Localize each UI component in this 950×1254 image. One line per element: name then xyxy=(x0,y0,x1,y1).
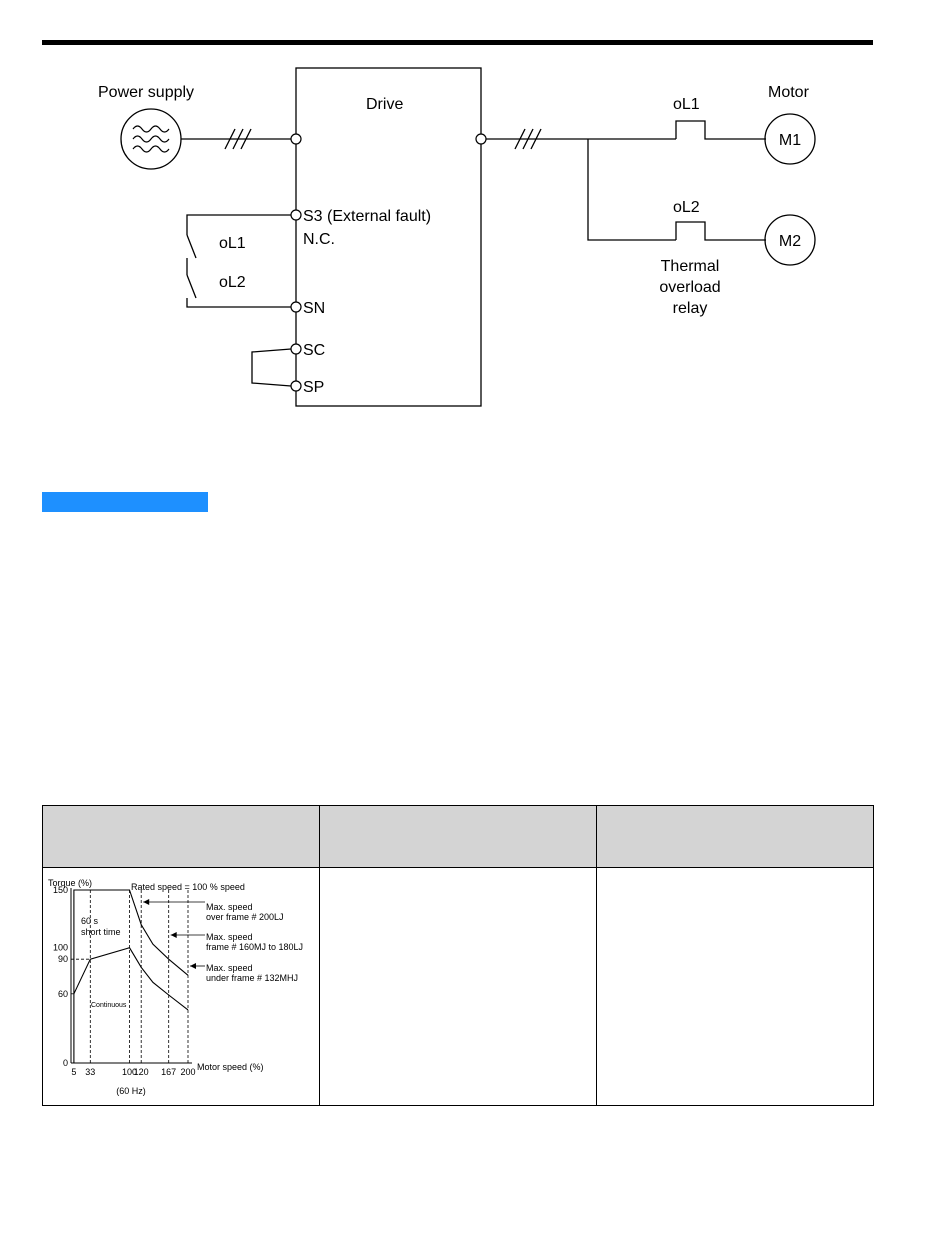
table-header-row xyxy=(42,805,874,868)
terminal-s3-label: S3 (External fault) xyxy=(303,208,431,225)
table-cell xyxy=(596,867,874,1106)
annotation-rated: Rated speed = 100 % speed xyxy=(131,882,245,892)
table-cell xyxy=(319,867,597,1106)
chart-x-sub-label: (60 Hz) xyxy=(116,1086,146,1096)
terminal-sn-label: SN xyxy=(303,300,325,317)
x-tick-label: 167 xyxy=(161,1067,176,1077)
table-header-cell xyxy=(42,805,320,868)
terminal-sn xyxy=(290,301,302,313)
ac-source-icon xyxy=(120,108,182,170)
relay-ol2-symbol xyxy=(675,221,766,241)
x-tick-label: 100 xyxy=(122,1067,137,1077)
x-tick-label: 33 xyxy=(85,1067,95,1077)
terminal-sc-label: SC xyxy=(303,342,325,359)
annotation-max-160mj-2: frame # 160MJ to 180LJ xyxy=(206,942,303,952)
annotation-arrowhead xyxy=(170,932,177,938)
annotation-max-160mj-1: Max. speed xyxy=(206,932,253,942)
motor-characteristics-table: Torque (%) Motor speed (%) (60 Hz) Rated… xyxy=(42,805,874,1106)
section-tag-bar xyxy=(42,492,208,512)
series-line-2 xyxy=(73,947,189,1011)
table-header-cell xyxy=(596,805,874,868)
y-tick-label: 150 xyxy=(53,885,68,895)
torque-chart: Torque (%) Motor speed (%) (60 Hz) Rated… xyxy=(48,878,303,1096)
contact-ol2-label: oL2 xyxy=(219,274,246,291)
terminal-sp xyxy=(290,380,302,392)
sc-sp-jumper xyxy=(251,348,292,387)
motor-m2-icon xyxy=(764,214,816,266)
terminal-s3 xyxy=(290,209,302,221)
top-rule xyxy=(42,40,873,45)
motor-label: Motor xyxy=(768,84,810,101)
annotation-short-time-2: short time xyxy=(81,927,121,937)
table-row: Torque (%) Motor speed (%) (60 Hz) Rated… xyxy=(42,867,874,1106)
x-tick-label: 200 xyxy=(180,1067,195,1077)
three-phase-mark-output xyxy=(514,128,542,150)
annotation-max-132mhj-2: under frame # 132MHJ xyxy=(206,973,298,983)
drive-box xyxy=(295,67,482,407)
x-tick-label: 5 xyxy=(71,1067,76,1077)
annotation-max-132mhj-1: Max. speed xyxy=(206,963,253,973)
relay-ol1-symbol xyxy=(675,120,766,140)
y-tick-label: 90 xyxy=(58,954,68,964)
terminal-sp-label: SP xyxy=(303,379,324,396)
power-supply-label: Power supply xyxy=(98,84,194,101)
x-tick-label: 120 xyxy=(134,1067,149,1077)
chart-ylabel: Torque (%) xyxy=(48,878,92,888)
annotation-arrowhead xyxy=(143,899,150,905)
y-tick-label: 0 xyxy=(63,1058,68,1068)
relay-ol2-label: oL2 xyxy=(673,199,700,216)
motor-m1-icon xyxy=(764,113,816,165)
external-fault-loop xyxy=(186,214,291,308)
wiring-diagram: Power supply Drive S3 (External fault) N… xyxy=(98,67,816,407)
branch-line xyxy=(587,139,676,241)
terminal-s3-nc-label: N.C. xyxy=(303,231,335,248)
y-tick-label: 100 xyxy=(53,943,68,953)
thermal-relay-line-3: relay xyxy=(673,300,708,317)
annotation-arrowhead xyxy=(190,963,196,969)
series-line-1 xyxy=(71,889,189,1064)
three-phase-mark-input xyxy=(224,128,252,150)
motor-m2-label: M2 xyxy=(779,233,801,250)
contact-ol1-label: oL1 xyxy=(219,235,246,252)
thermal-relay-line-2: overload xyxy=(659,279,720,296)
annotation-short-time-1: 60 s xyxy=(81,916,99,926)
terminal-sc xyxy=(290,343,302,355)
motor-m1-label: M1 xyxy=(779,132,801,149)
terminal-input xyxy=(290,133,302,145)
chart-xlabel: Motor speed (%) xyxy=(197,1062,264,1072)
table-header-cell xyxy=(319,805,597,868)
annotation-max-200lj-1: Max. speed xyxy=(206,902,253,912)
thermal-relay-line-1: Thermal xyxy=(661,258,720,275)
drive-label: Drive xyxy=(366,96,403,113)
relay-ol1-label: oL1 xyxy=(673,96,700,113)
terminal-output xyxy=(475,133,487,145)
torque-chart-cell: Torque (%) Motor speed (%) (60 Hz) Rated… xyxy=(42,867,320,1106)
y-tick-label: 60 xyxy=(58,989,68,999)
annotation-max-200lj-2: over frame # 200LJ xyxy=(206,912,284,922)
annotation-continuous: Continuous xyxy=(91,1002,127,1009)
